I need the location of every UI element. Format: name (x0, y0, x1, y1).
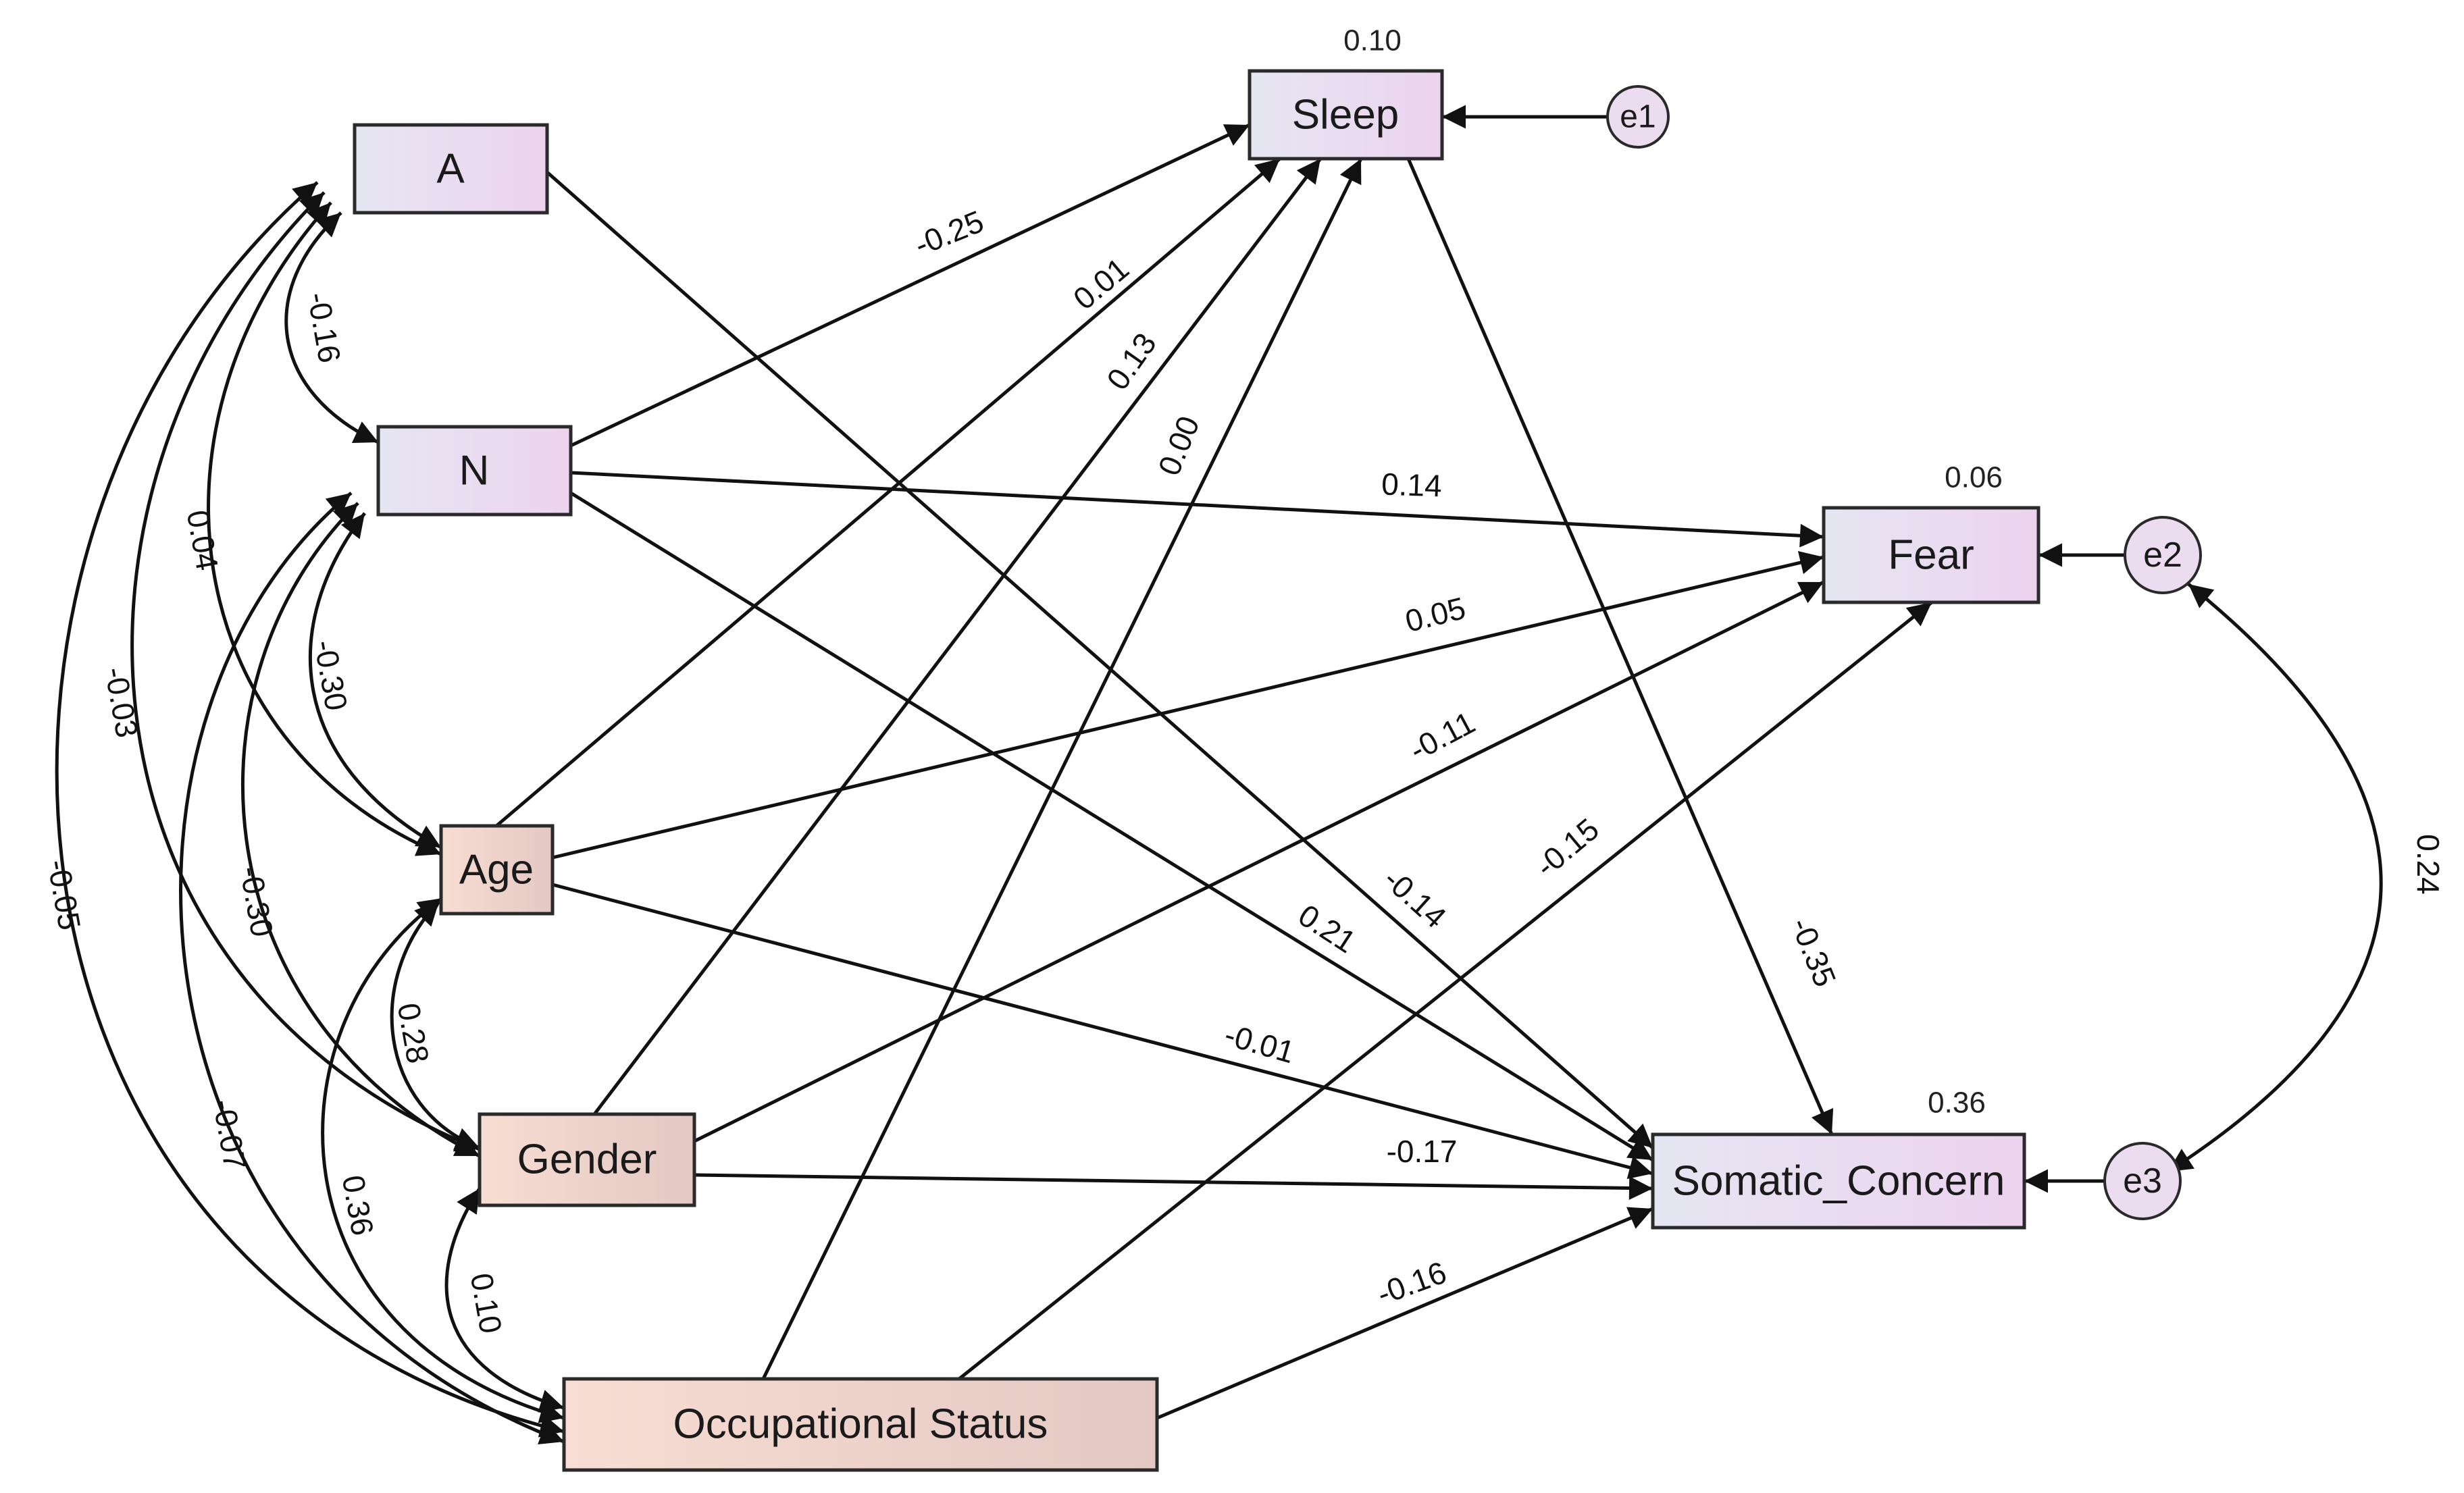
error-e2-label: e2 (2143, 535, 2182, 575)
edges-layer (495, 105, 2125, 1420)
coef-a-sc: -0.14 (1377, 862, 1454, 935)
cov-coef-e2-e3: 0.24 (2411, 834, 2446, 895)
coef-occ-sleep: 0.00 (1151, 411, 1206, 480)
coef-gender-sc: -0.17 (1387, 1134, 1458, 1169)
node-a-label: A (436, 146, 465, 192)
error-e1: e1 (1606, 85, 1670, 149)
coefficient-labels-layer: -0.250.010.130.000.140.05-0.11-0.15-0.14… (41, 203, 2446, 1336)
coef-gender-sleep: 0.13 (1100, 326, 1163, 396)
covariance-a-occ (55, 181, 565, 1438)
path-n-to-sleep (569, 123, 1251, 448)
node-sleep-label: Sleep (1292, 92, 1400, 138)
covariance-n-occ (179, 492, 565, 1444)
coef-age-fear: 0.05 (1402, 590, 1468, 639)
cov-coef-a-age: 0.04 (180, 507, 226, 573)
node-fear-label: Fear (1888, 532, 1974, 579)
path-age-to-fear (552, 551, 1824, 860)
coef-occ-sc: -0.16 (1372, 1255, 1451, 1312)
path-age-to-sleep (495, 157, 1281, 827)
path-n-to-fear (570, 471, 1824, 548)
coef-sleep-sc: -0.35 (1784, 913, 1843, 992)
node-gender: Gender (478, 1112, 696, 1207)
coef-age-sleep: 0.01 (1067, 251, 1135, 316)
node-n: N (376, 425, 573, 517)
node-n-label: N (459, 448, 490, 494)
cov-coef-n-gender: -0.30 (233, 864, 280, 939)
path-occ-to-sleep (761, 157, 1363, 1380)
error-e3-label: e3 (2123, 1161, 2162, 1201)
node-a: A (353, 123, 549, 215)
error-e3: e3 (2103, 1142, 2182, 1220)
cov-coef-n-occ: -0.07 (206, 1097, 253, 1172)
node-somatic-concern-label: Somatic_Concern (1672, 1158, 2005, 1205)
cov-coef-a-occ: -0.05 (41, 857, 87, 933)
path-age-to-sc (552, 883, 1653, 1180)
error-e2: e2 (2124, 516, 2202, 594)
fear-r2-label: 0.06 (1945, 461, 2003, 494)
node-occupational-status-label: Occupational Status (673, 1401, 1048, 1448)
covariance-e2-e3 (2167, 583, 2383, 1174)
sleep-r2-label: 0.10 (1343, 24, 1402, 57)
node-age-label: Age (459, 847, 534, 893)
somatic-concern-r2-label: 0.36 (1928, 1086, 1986, 1120)
path-n-to-sc (569, 491, 1654, 1162)
cov-coef-age-occ: 0.36 (336, 1172, 381, 1238)
coef-n-fear: 0.14 (1381, 466, 1442, 503)
path-gender-to-sc (694, 1173, 1653, 1201)
covariances-layer (55, 181, 2383, 1444)
path-a-to-sc (546, 171, 1654, 1149)
path-occ-to-sc (1156, 1207, 1653, 1420)
node-somatic-concern: Somatic_Concern 0.36 (1651, 1086, 2026, 1230)
coef-n-sc: 0.21 (1292, 897, 1362, 960)
path-gender-to-sleep (593, 157, 1322, 1116)
path-occ-to-fear (958, 601, 1933, 1380)
cov-coef-a-n: -0.16 (301, 290, 347, 365)
covariance-gender-occ (444, 1187, 565, 1413)
path-gender-to-fear (693, 580, 1825, 1143)
error-e1-label: e1 (1620, 99, 1656, 135)
path-sleep-to-sc (1406, 158, 1834, 1135)
node-age: Age (439, 824, 555, 916)
cov-coef-a-gender: -0.03 (98, 664, 145, 740)
covariance-age-occ (321, 896, 565, 1423)
node-sleep: Sleep 0.10 (1248, 24, 1444, 161)
node-gender-label: Gender (517, 1136, 657, 1183)
cov-coef-gender-occ: 0.10 (464, 1270, 509, 1336)
node-occupational-status: Occupational Status (562, 1377, 1159, 1472)
node-fear: Fear 0.06 (1822, 461, 2040, 604)
